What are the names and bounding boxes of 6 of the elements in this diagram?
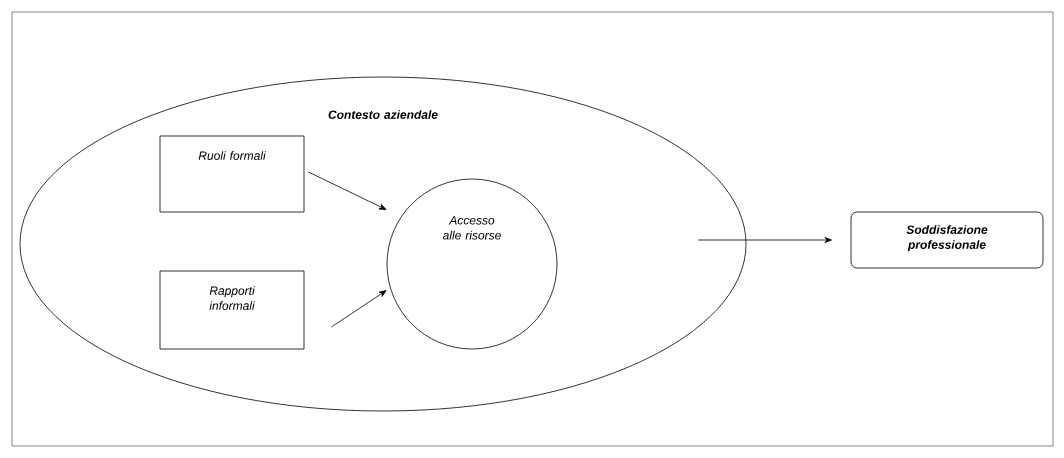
arrow — [331, 290, 387, 328]
arrow — [308, 171, 387, 210]
arrow — [698, 237, 832, 243]
outcome-box: Soddisfazione professionale — [850, 211, 1044, 269]
process-box: Rapporti informali — [159, 270, 305, 350]
process-box: Ruoli formali — [159, 135, 305, 213]
